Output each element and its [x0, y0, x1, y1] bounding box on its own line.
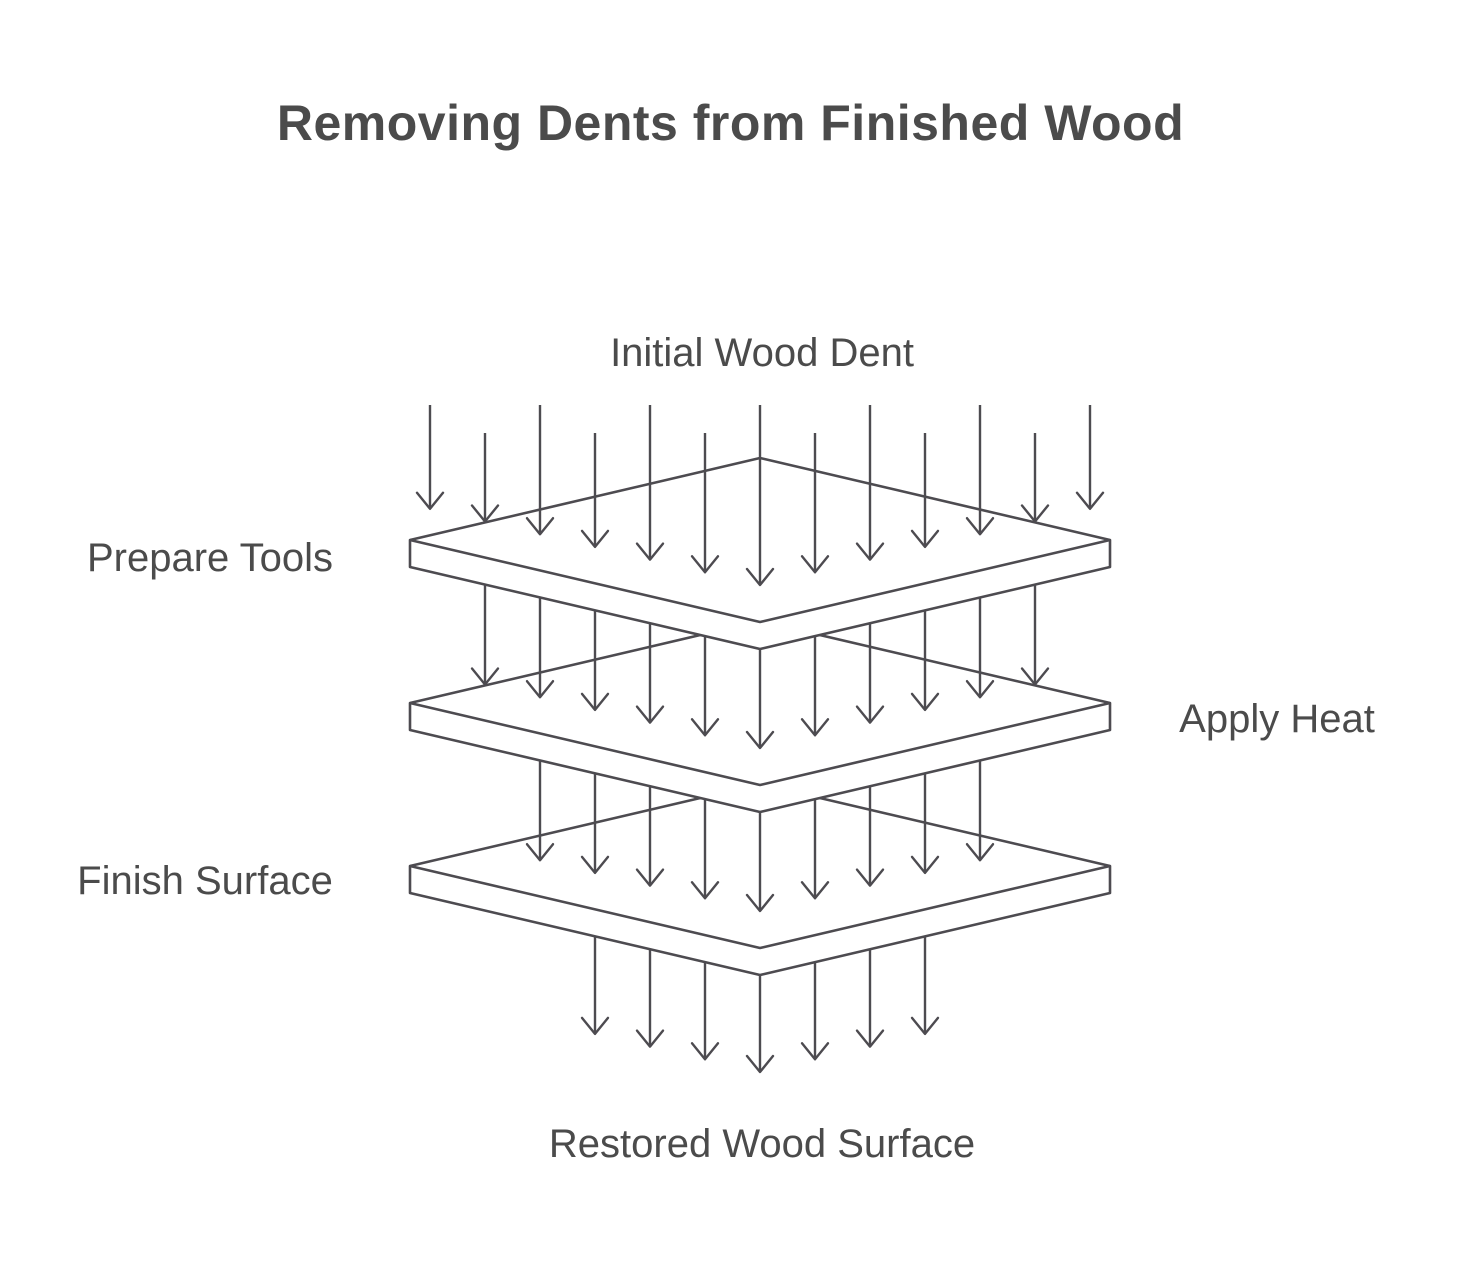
dent-pressure-arrow-head: [800, 1042, 830, 1061]
dent-pressure-arrow-head: [745, 567, 775, 587]
wood-layer-2-front-edge: [409, 701, 1111, 787]
dent-pressure-arrow-head: [1020, 504, 1050, 523]
dent-pressure-arrow-head: [910, 1016, 940, 1036]
wood-layer-3-front-edge: [409, 864, 1111, 950]
dent-pressure-arrow-head: [965, 517, 995, 536]
dent-pressure-arrow-head: [525, 843, 555, 862]
dent-pressure-arrow-head: [1020, 667, 1050, 686]
dent-pressure-arrow-head: [635, 542, 665, 561]
dent-pressure-arrow-head: [580, 1016, 610, 1036]
dent-pressure-arrow-head: [415, 491, 445, 510]
diagram-geometry: [408, 405, 1112, 1074]
dent-pressure-arrow-head: [580, 529, 610, 549]
label-initial-wood-dent: Initial Wood Dent: [610, 331, 914, 375]
label-apply-heat: Apply Heat: [1179, 697, 1375, 741]
dent-pressure-arrow-head: [745, 893, 775, 913]
dent-pressure-arrow-head: [965, 680, 995, 699]
dent-pressure-arrow-head: [690, 881, 720, 900]
label-prepare-tools: Prepare Tools: [87, 536, 333, 580]
dent-pressure-arrow-head: [745, 1054, 775, 1074]
dent-pressure-arrow-head: [910, 529, 940, 549]
dent-pressure-arrow-head: [965, 843, 995, 862]
dent-pressure-arrow-head: [800, 718, 830, 737]
dent-pressure-arrow-head: [855, 1029, 885, 1048]
label-restored-wood-surface: Restored Wood Surface: [549, 1122, 975, 1166]
dent-pressure-arrow-head: [910, 692, 940, 712]
dent-pressure-arrow-head: [525, 680, 555, 699]
dent-pressure-arrow-head: [690, 1042, 720, 1061]
dent-pressure-arrow-head: [580, 855, 610, 875]
dent-pressure-arrow-head: [910, 855, 940, 875]
dent-pressure-arrow-head: [580, 692, 610, 712]
dent-pressure-arrow-head: [635, 1029, 665, 1048]
dent-pressure-arrow-head: [745, 730, 775, 750]
dent-pressure-arrow-head: [855, 705, 885, 724]
dent-pressure-arrow-head: [690, 555, 720, 574]
dent-pressure-arrow-head: [690, 718, 720, 737]
dent-pressure-arrow-head: [470, 504, 500, 523]
dent-pressure-arrow-head: [1075, 491, 1105, 510]
label-finish-surface: Finish Surface: [77, 859, 333, 903]
dent-pressure-arrow-head: [635, 705, 665, 724]
dent-pressure-arrow-head: [635, 868, 665, 887]
dent-pressure-arrow-head: [800, 881, 830, 900]
dent-pressure-arrow-head: [470, 667, 500, 686]
dent-pressure-arrow-head: [525, 517, 555, 536]
page-title: Removing Dents from Finished Wood: [276, 95, 1185, 151]
wood-layer-1-front-edge: [409, 538, 1111, 624]
dent-pressure-arrow-head: [800, 555, 830, 574]
dent-pressure-arrow-head: [855, 542, 885, 561]
dent-pressure-arrow-head: [855, 868, 885, 887]
